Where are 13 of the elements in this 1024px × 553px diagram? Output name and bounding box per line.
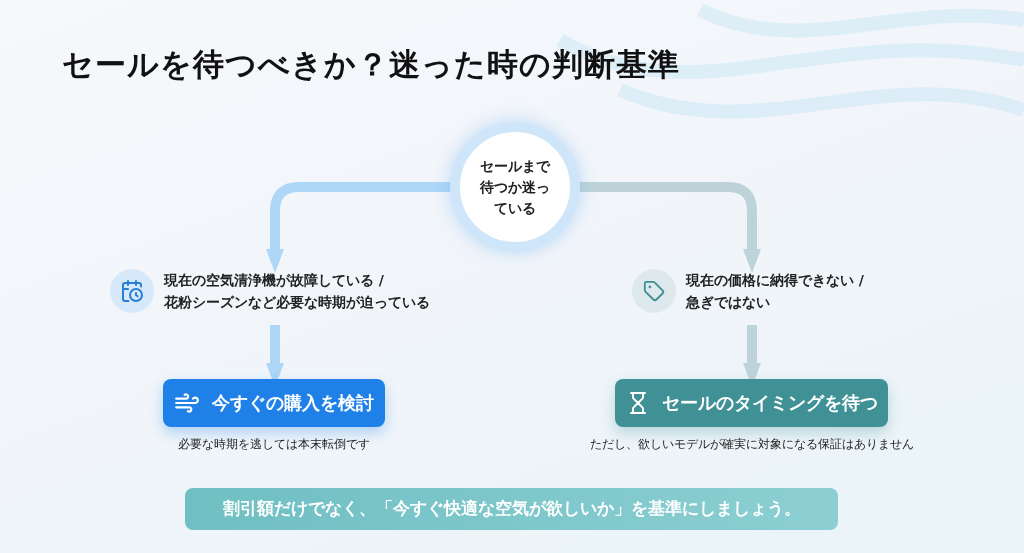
summary-banner xyxy=(185,488,838,530)
condition-text: 現在の空気清浄機が故障している / 花粉シーズンなど必要な時期が迫っている xyxy=(164,270,431,312)
action-box xyxy=(163,379,385,427)
node-text: セールまで待つか迷っている xyxy=(479,156,552,218)
node-label: ただし、欲しいモデルが確実に対象になる保証はありません xyxy=(589,436,914,453)
node-label: 必要な時期を逃しては本末転倒です xyxy=(178,436,370,453)
decision-circle xyxy=(450,122,580,252)
action-label: セールのタイミングを待つ xyxy=(661,391,878,415)
action-box xyxy=(615,379,888,427)
title: セールを待つべきか？迷った時の判断基準 xyxy=(62,45,680,84)
condition-text: 現在の価格に納得できない / 急ぎではない xyxy=(686,270,865,312)
summary-text: 割引額だけでなく、「今すぐ快適な空気が欲しいか」を基準にしましょう。 xyxy=(222,498,801,520)
action-label: 今すぐの購入を検討 xyxy=(212,391,374,415)
